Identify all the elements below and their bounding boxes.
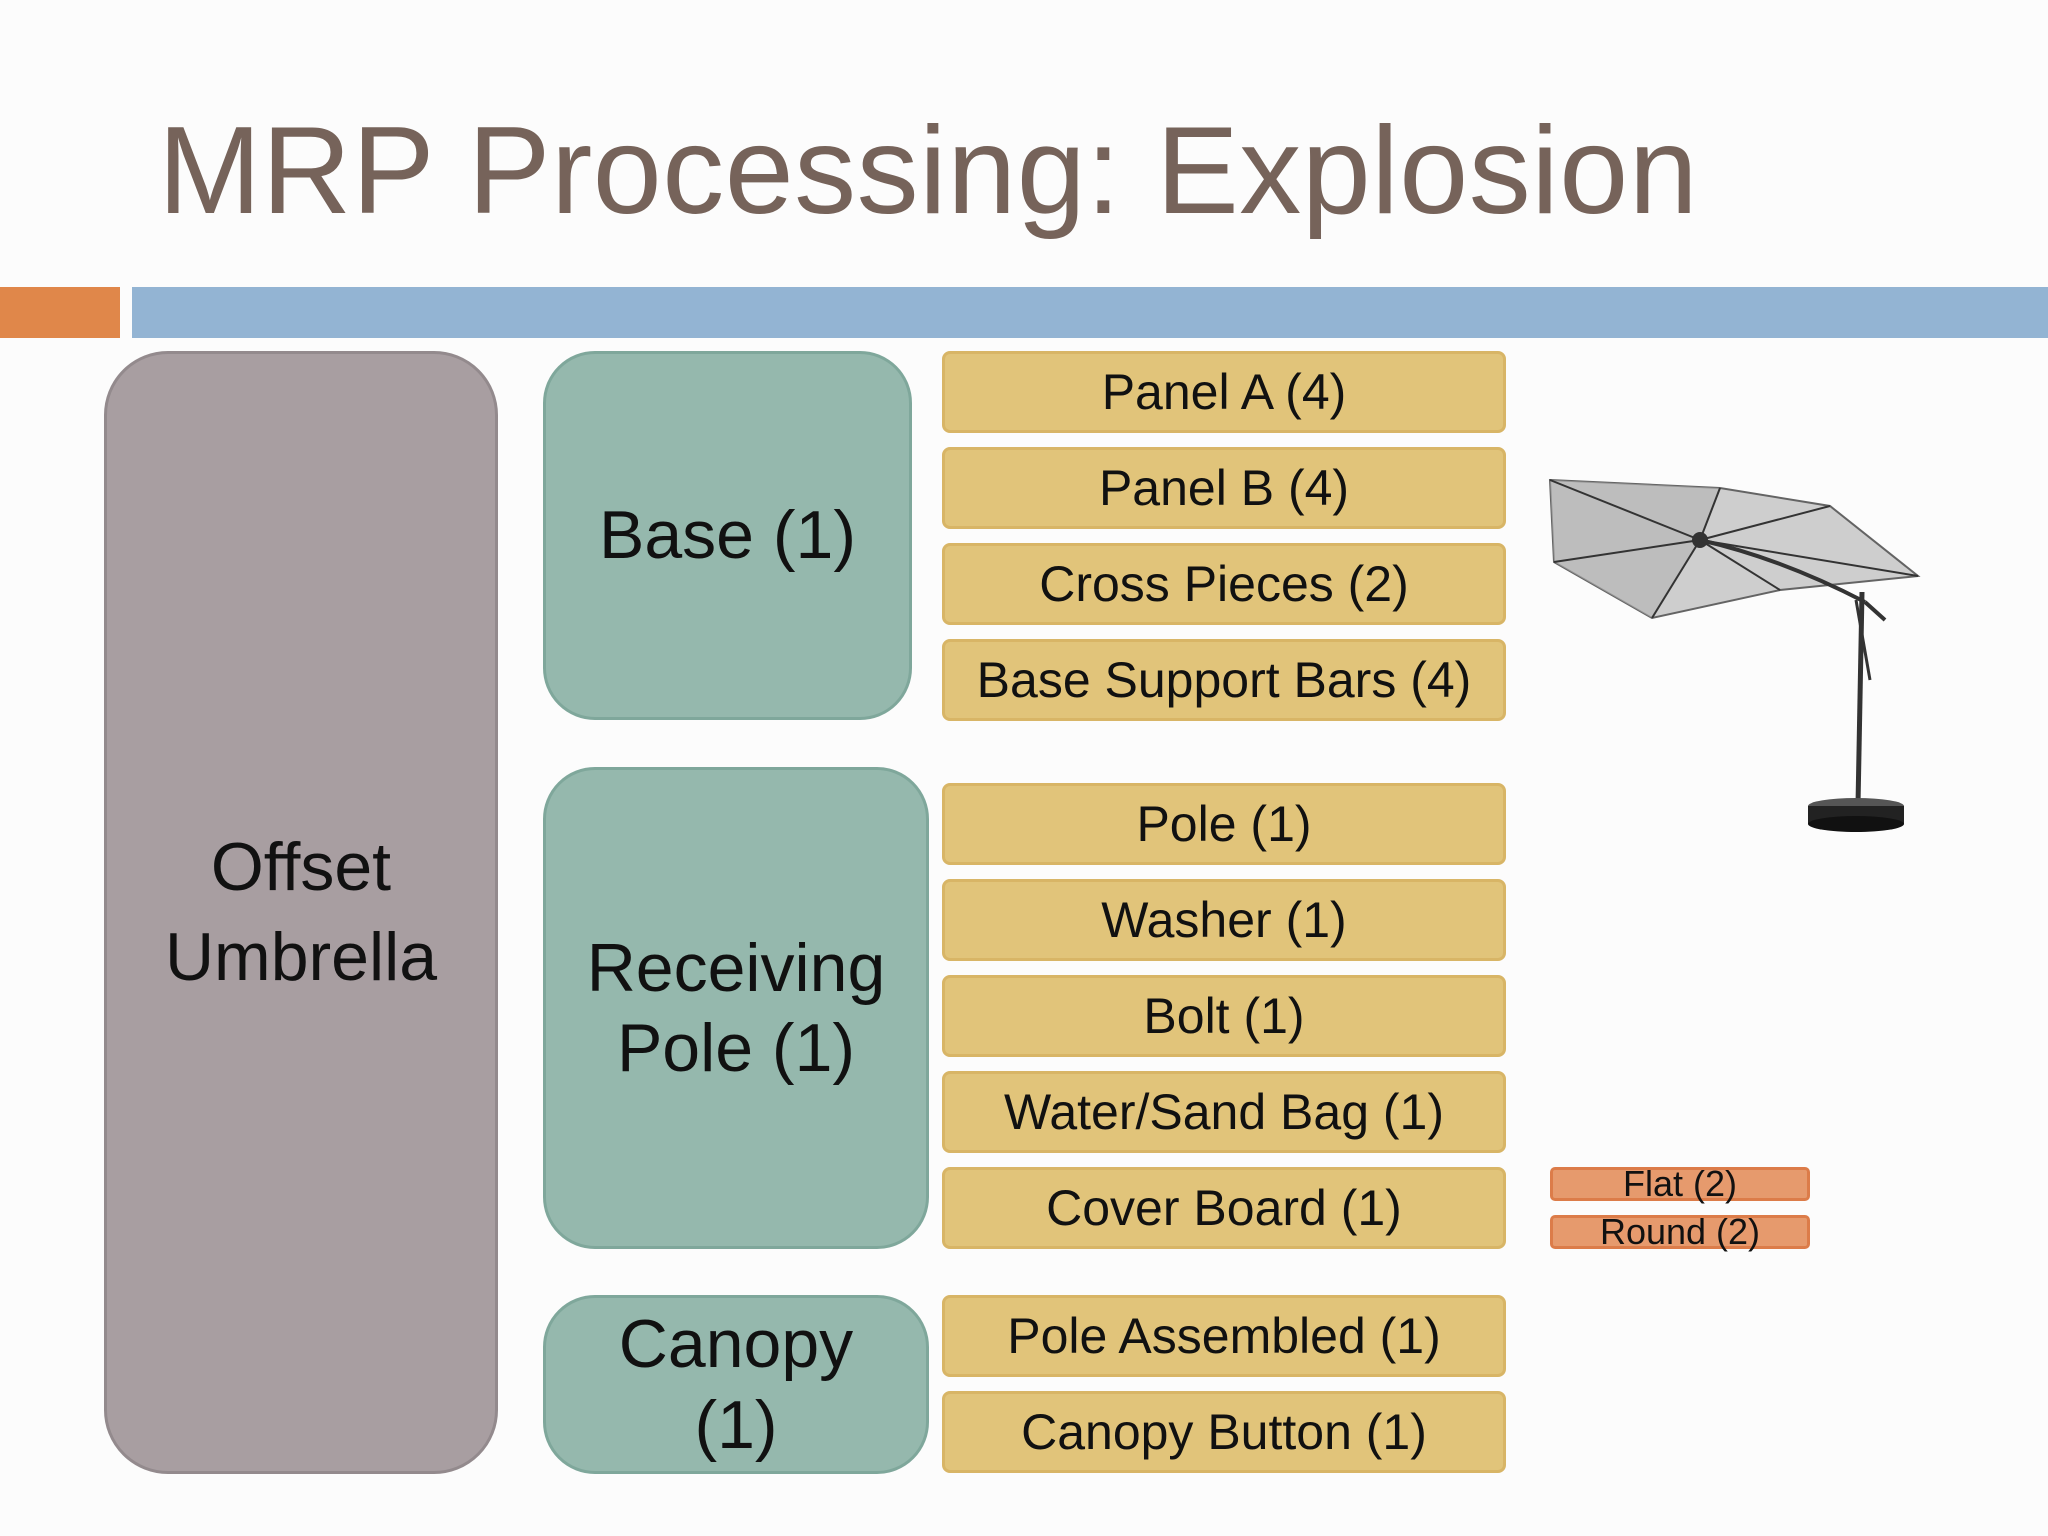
part-bolt: Bolt (1)	[942, 975, 1506, 1057]
part-canopy-button: Canopy Button (1)	[942, 1391, 1506, 1473]
component-receiving-pole: Receiving Pole (1)	[543, 767, 929, 1249]
accent-bar-blue	[132, 287, 2048, 338]
part-panel-a: Panel A (4)	[942, 351, 1506, 433]
accent-bar-orange	[0, 287, 120, 338]
part-pole: Pole (1)	[942, 783, 1506, 865]
part-panel-b: Panel B (4)	[942, 447, 1506, 529]
part-water-sand-bag: Water/Sand Bag (1)	[942, 1071, 1506, 1153]
root-item-offset-umbrella: Offset Umbrella	[104, 351, 498, 1474]
slide-title: MRP Processing: Explosion	[158, 102, 1699, 240]
component-base: Base (1)	[543, 351, 912, 720]
part-washer: Washer (1)	[942, 879, 1506, 961]
part-cover-board: Cover Board (1)	[942, 1167, 1506, 1249]
component-canopy: Canopy (1)	[543, 1295, 929, 1474]
part-base-support-bars: Base Support Bars (4)	[942, 639, 1506, 721]
subpart-round: Round (2)	[1550, 1211, 1810, 1252]
part-pole-assembled: Pole Assembled (1)	[942, 1295, 1506, 1377]
part-cross-pieces: Cross Pieces (2)	[942, 543, 1506, 625]
subpart-flat: Flat (2)	[1550, 1163, 1810, 1204]
offset-umbrella-photo	[1548, 478, 1921, 832]
